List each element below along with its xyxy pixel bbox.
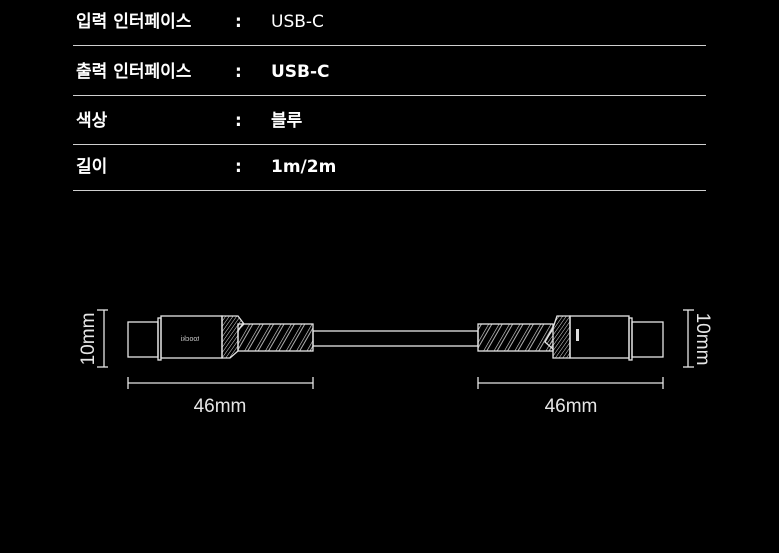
left-usb-c-connector <box>127 315 314 361</box>
spec-value: 1m/2m <box>271 157 337 177</box>
spec-separator: : <box>235 12 242 32</box>
spec-row-length: 길이 : 1m/2m <box>73 157 706 191</box>
right-height-label: 10mm <box>692 313 713 366</box>
spec-separator: : <box>235 62 242 82</box>
dimension-lines <box>97 309 694 389</box>
right-length-label: 46mm <box>545 396 598 417</box>
spec-label: 색상 <box>76 111 108 131</box>
spec-row-input: 입력 인터페이스 : USB-C <box>73 12 706 46</box>
spec-row-output: 출력 인터페이스 : USB-C <box>73 62 706 96</box>
spec-row-color: 색상 : 블루 <box>73 111 706 145</box>
spec-separator: : <box>235 157 242 177</box>
cable-line <box>312 330 479 347</box>
spec-value: 블루 <box>271 111 303 131</box>
spec-separator: : <box>235 111 242 131</box>
spec-label: 길이 <box>76 157 108 177</box>
brand-mark-icon <box>576 329 579 341</box>
spec-value: USB-C <box>271 12 324 32</box>
left-length-label: 46mm <box>194 396 247 417</box>
spec-label: 출력 인터페이스 <box>76 62 192 82</box>
right-usb-c-connector <box>477 315 664 361</box>
spec-value: USB-C <box>271 62 330 82</box>
brand-logo: toocki <box>180 336 199 343</box>
spec-label: 입력 인터페이스 <box>76 12 192 32</box>
left-height-label: 10mm <box>78 313 99 366</box>
